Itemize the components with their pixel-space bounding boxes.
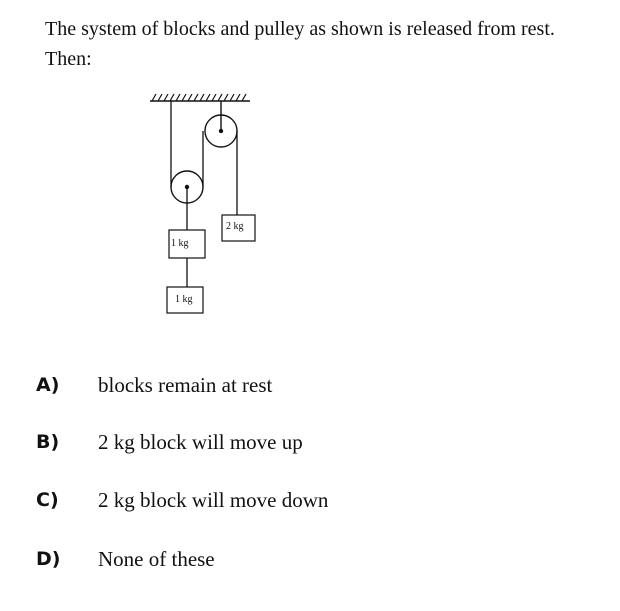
option-c-letter: C) [36, 489, 59, 511]
question-text: The system of blocks and pulley as shown… [45, 18, 555, 70]
block-1kg-upper: 1 kg [168, 229, 206, 259]
block-1kg-lower: 1 kg [166, 286, 204, 314]
strings [170, 101, 238, 287]
option-c[interactable]: C) 2 kg block will move down [36, 485, 328, 515]
option-d-letter: D) [36, 548, 61, 570]
option-b[interactable]: B) 2 kg block will move up [36, 427, 303, 457]
block-1kg-upper-label: 1 kg [171, 238, 189, 249]
option-a-letter: A) [36, 374, 60, 396]
fixed-pulley [204, 101, 238, 148]
option-b-letter: B) [36, 431, 60, 453]
option-a[interactable]: A) blocks remain at rest [36, 370, 272, 400]
ceiling-support [150, 93, 250, 102]
option-b-text: 2 kg block will move up [98, 429, 303, 454]
option-d-text: None of these [98, 546, 215, 571]
block-1kg-lower-label: 1 kg [175, 294, 193, 305]
option-d[interactable]: D) None of these [36, 544, 215, 574]
option-a-text: blocks remain at rest [98, 372, 273, 397]
block-2kg-label: 2 kg [226, 221, 244, 232]
block-2kg: 2 kg [221, 214, 256, 242]
option-c-text: 2 kg block will move down [98, 487, 329, 512]
